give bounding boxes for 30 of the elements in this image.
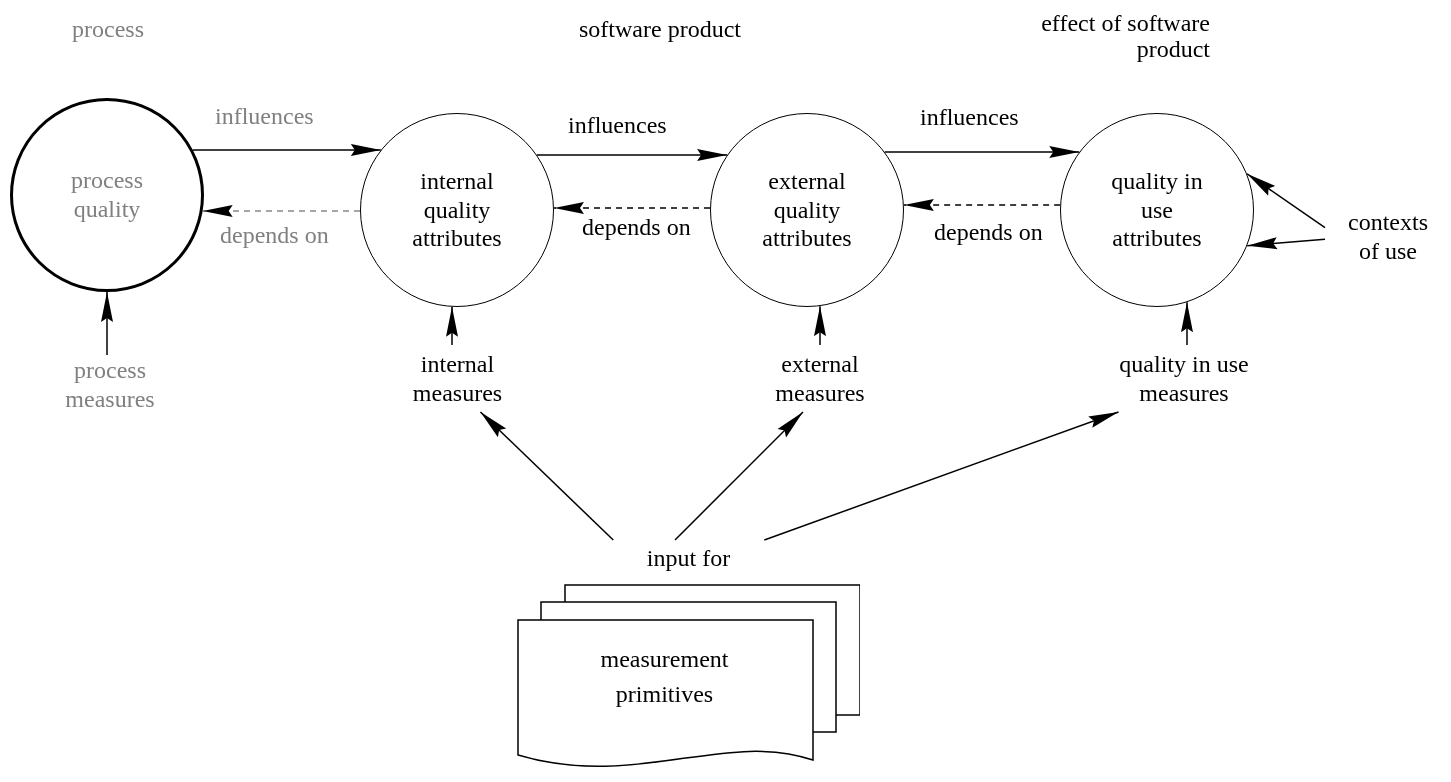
arrow: [674, 411, 804, 541]
node-text: internal measures: [411, 349, 504, 408]
arrow: [814, 305, 826, 346]
arrow: [553, 202, 711, 214]
node-text: quality in use attributes: [1110, 166, 1204, 254]
column-heading: effect of software product: [1040, 10, 1210, 63]
arrow: [479, 411, 614, 541]
arrow: [446, 306, 458, 346]
arrow: [1181, 301, 1193, 346]
arrow: [763, 411, 1120, 541]
arrow: [101, 291, 113, 356]
node-text: external measures: [774, 349, 866, 408]
node-label: input for: [645, 544, 732, 573]
node-text: internal quality attributes: [411, 166, 503, 254]
node-text: external quality attributes: [761, 166, 853, 254]
column-heading: process: [71, 16, 145, 43]
node-text: contexts of use: [1347, 208, 1429, 266]
arrow: [1246, 173, 1326, 229]
circle-node: [10, 98, 204, 292]
column-heading: software product: [578, 16, 742, 43]
arrow: [536, 149, 728, 161]
arrow: [903, 199, 1061, 211]
node-text: quality in use measures: [1118, 349, 1250, 408]
node-text: measurement primitives: [599, 645, 730, 709]
arrow: [1246, 237, 1326, 250]
arrow: [884, 146, 1080, 158]
node-text: process measures: [64, 356, 156, 414]
arrow: [192, 144, 382, 156]
node-text: process quality: [70, 166, 144, 224]
arrow: [201, 205, 361, 217]
